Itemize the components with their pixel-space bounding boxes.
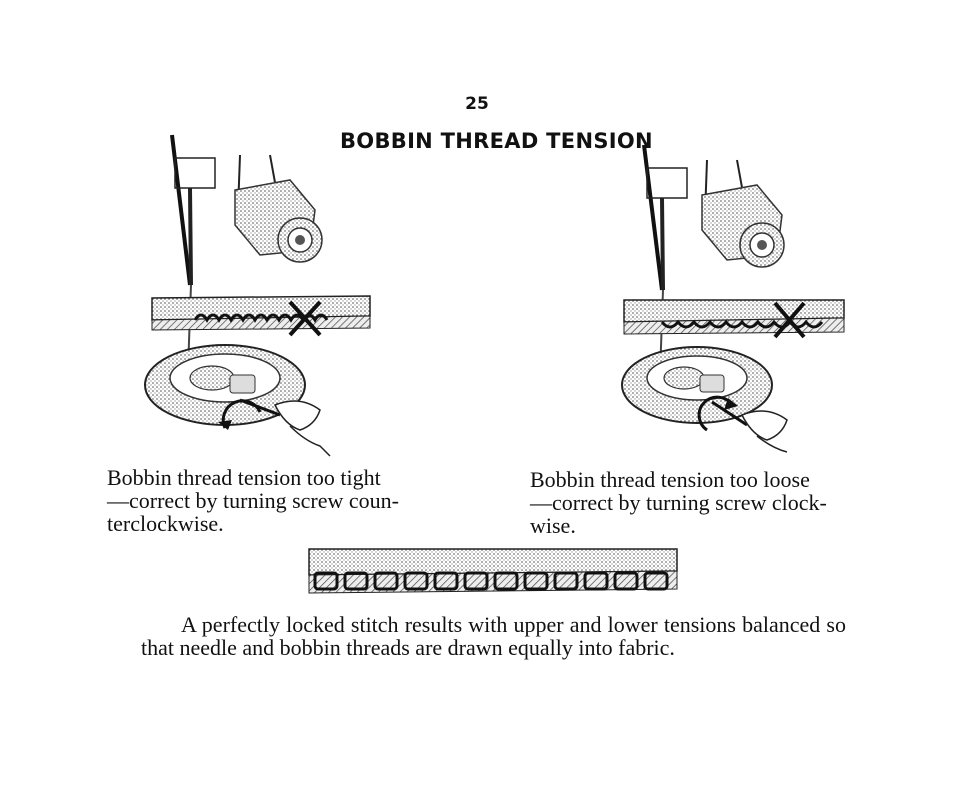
page-title: BOBBIN THREAD TENSION: [340, 129, 653, 153]
needle-thread-illustration: [642, 144, 688, 376]
left-caption: Bobbin thread tension too tight —correct…: [107, 465, 400, 536]
page-number: 25: [465, 94, 489, 114]
rotation-arrow-icon: [697, 395, 738, 432]
tension-dial-illustration: [234, 154, 323, 263]
bobbin-case-illustration: [621, 346, 773, 424]
screwdriver-hand-illustration: [239, 398, 331, 457]
needle-thread-illustration: [170, 134, 216, 371]
left-illustration: [144, 134, 371, 457]
balanced-stitch-illustration: [308, 548, 678, 594]
fabric-stitch-strip-illustration: [623, 299, 845, 335]
right-caption: Bobbin thread tension too loose —correct…: [530, 467, 827, 538]
screwdriver-hand-illustration: [711, 400, 788, 453]
tension-dial-illustration: [701, 159, 785, 268]
body-paragraph: A perfectly locked stitch results with u…: [141, 612, 846, 660]
x-mark-icon: [288, 300, 322, 337]
right-illustration: [621, 144, 845, 453]
fabric-stitch-strip-illustration: [151, 295, 371, 331]
x-mark-icon: [773, 301, 806, 339]
bobbin-case-illustration: [144, 344, 306, 426]
